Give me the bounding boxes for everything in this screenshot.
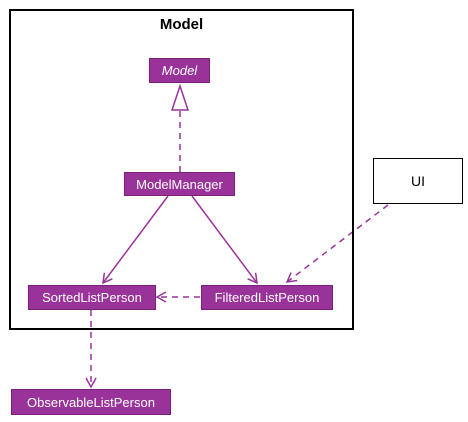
- observablelistperson-node: ObservableListPerson: [11, 389, 171, 415]
- package-title: Model: [159, 16, 204, 33]
- filteredlistperson-node: FilteredListPerson: [201, 285, 333, 310]
- ui-node: UI: [373, 158, 463, 204]
- realization-arrowhead: [170, 83, 190, 111]
- sortedlistperson-node: SortedListPerson: [28, 285, 156, 310]
- edge-modelmanager-to-filteredlist: [191, 195, 258, 285]
- edge-modelmanager-to-sortedlist: [102, 195, 169, 285]
- model-package: Model: [9, 9, 354, 330]
- modelmanager-node: ModelManager: [124, 172, 235, 196]
- model-interface-node: Model: [149, 58, 210, 83]
